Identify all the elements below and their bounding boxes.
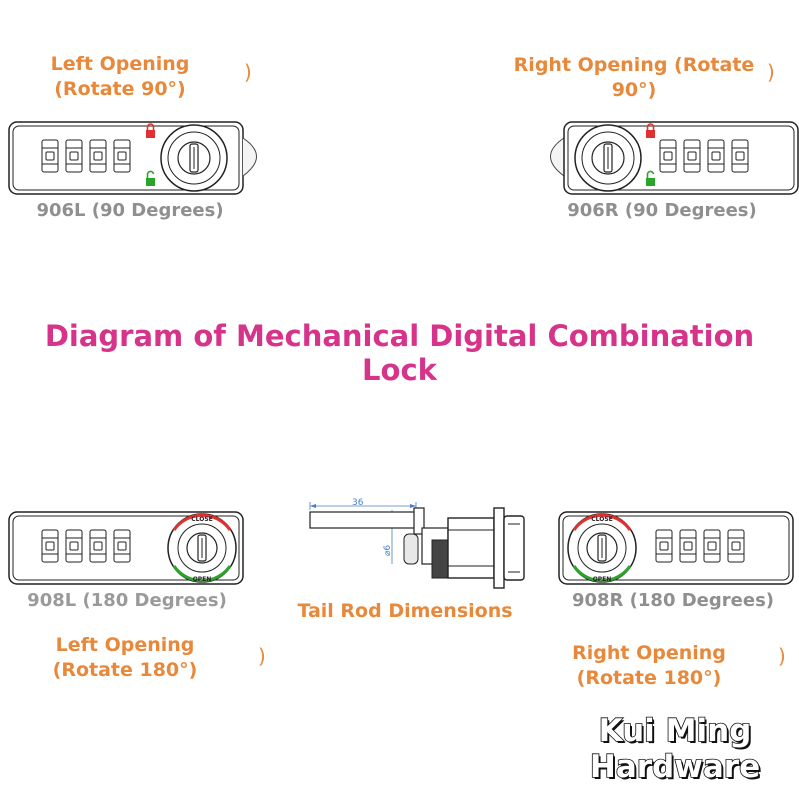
key-cylinder-icon (160, 124, 228, 192)
dial-open-label: OPEN (593, 576, 612, 583)
caption-left-opening-180: Left Opening (Rotate 180°) (52, 634, 198, 681)
model-label-906r: 906R (90 Degrees) (567, 200, 757, 221)
rod-length-label: 36 (352, 498, 364, 508)
digit-wheels (41, 529, 131, 563)
caption-left-opening-90: Left Opening (Rotate 90°) (50, 53, 190, 100)
tail-rod-label: Tail Rod Dimensions (297, 600, 513, 622)
caption-right-opening-180: Right Opening (Rotate 180°) (572, 642, 726, 689)
rod-diameter-label: ⌀6 (383, 545, 393, 556)
caption-paren: ) (244, 60, 252, 84)
caption-paren: ) (778, 644, 786, 668)
lock-908l-drawing: CLOSE OPEN (8, 511, 244, 585)
digit-wheels (655, 529, 745, 563)
key-cylinder-icon (167, 513, 237, 583)
digit-wheels (41, 139, 131, 173)
lock-906l-drawing (8, 121, 257, 195)
digit-wheels (659, 139, 749, 173)
model-label-906l: 906L (90 Degrees) (36, 200, 224, 221)
model-label-908r: 908R (180 Degrees) (571, 590, 775, 611)
lock-906r-drawing (550, 121, 799, 195)
lock-closed-icon (646, 123, 655, 138)
tail-rod-drawing: 36 ⌀6 (309, 498, 525, 589)
dial-close-label: CLOSE (591, 516, 613, 523)
lock-open-icon (146, 170, 155, 186)
dial-open-label: OPEN (193, 576, 212, 583)
caption-right-opening-90: Right Opening (Rotate 90°) (513, 54, 755, 101)
dial-close-label: CLOSE (191, 516, 213, 523)
caption-paren: ) (767, 60, 775, 84)
model-label-908l: 908L (180 Degrees) (27, 590, 227, 611)
lock-closed-icon (146, 123, 155, 138)
key-cylinder-icon (567, 513, 637, 583)
brand-line-1: Kui Ming (598, 713, 752, 749)
brand-line-2: Hardware (589, 749, 761, 785)
lock-open-icon (646, 170, 655, 186)
key-cylinder-icon (574, 124, 642, 192)
page-title: Diagram of Mechanical Digital Combinatio… (44, 319, 755, 387)
caption-paren: ) (258, 644, 266, 668)
lock-908r-drawing: CLOSE OPEN (558, 511, 794, 585)
